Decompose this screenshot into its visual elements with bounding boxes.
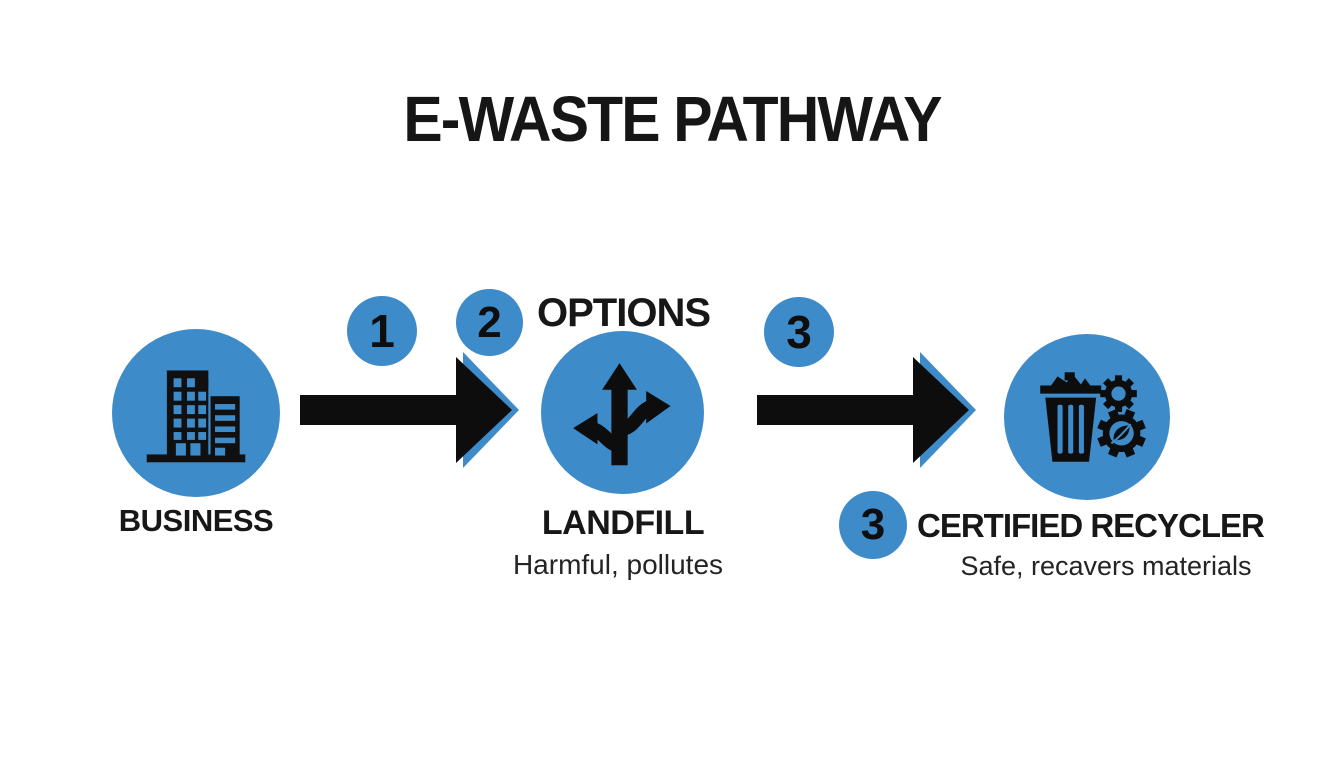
options-node-circle [541,331,704,494]
step-badge-1: 1 [347,296,417,366]
step-badge-2: 2 [456,289,523,356]
branching-arrows-icon [572,362,671,465]
landfill-sublabel: Harmful, pollutes [512,549,724,580]
recycler-step-badge: 3 [839,491,907,559]
step-badge-3-number: 3 [786,306,812,358]
step-badge-3: 3 [764,297,834,367]
step-badge-1-number: 1 [369,305,395,357]
flow-arrow-1 [300,352,519,468]
landfill-label: LANDFILL [541,504,705,542]
business-label: BUSINESS [118,503,274,538]
trash-and-gears-icon [1040,372,1146,462]
recycler-node-circle [1004,334,1170,500]
flow-arrow-2 [757,352,976,468]
step-badge-2-number: 2 [477,297,502,347]
page-title: E-WASTE PATHWAY [403,83,942,155]
business-node-circle [112,329,280,497]
recycler-step-badge-number: 3 [860,500,886,549]
recycler-label: CERTIFIED RECYCLER [917,507,1265,544]
building-icon [146,370,246,463]
options-heading: OPTIONS [537,291,711,335]
recycler-sublabel: Safe, recavers materials [960,551,1252,581]
